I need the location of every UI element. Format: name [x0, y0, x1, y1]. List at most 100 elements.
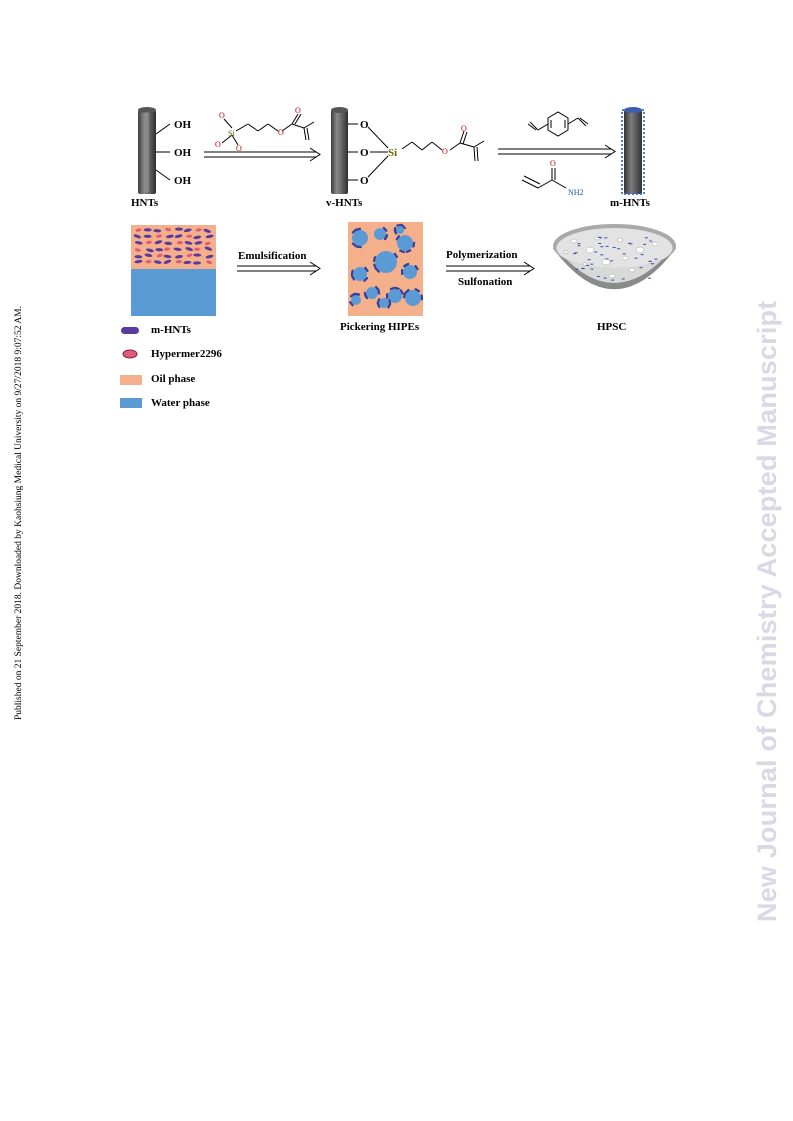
m-hnt-particle	[193, 235, 202, 240]
hpsc-surface-mark	[604, 237, 608, 239]
hpsc-pore	[585, 246, 595, 254]
m-hnt-particle	[402, 292, 407, 299]
hipe-droplet	[396, 226, 404, 234]
oh-label-1: OH	[174, 119, 192, 131]
hypermer-particle	[164, 247, 171, 251]
m-hnt-particle	[183, 260, 192, 265]
silane-si: Si	[228, 129, 235, 138]
v-hnt-tube	[331, 107, 348, 194]
hpsc-surface-mark	[573, 253, 577, 255]
label-m-hnts: m-HNTs	[610, 197, 650, 209]
m-hnt-particle	[193, 261, 202, 265]
hpsc-surface-mark	[650, 263, 654, 265]
m-hnt-particle	[372, 256, 377, 263]
m-hnt-particle	[354, 292, 361, 296]
hipe-droplet	[405, 290, 421, 306]
acrylamide-nh2: NH2	[568, 188, 584, 197]
hipe-droplet	[351, 295, 361, 305]
m-hnt-particle	[385, 293, 389, 300]
legend-swatch-hypermer	[122, 349, 138, 359]
hypermer-particle	[165, 227, 172, 232]
hpsc-pore	[617, 237, 623, 243]
hpsc-surface-mark	[598, 243, 602, 245]
hpsc-surface-mark	[590, 263, 594, 265]
m-hnt-particle	[194, 241, 203, 245]
m-hnt-particle	[405, 249, 412, 254]
m-hnt-particle	[204, 246, 213, 251]
hpsc-surface-mark	[639, 267, 643, 269]
m-hnt-particle	[393, 286, 400, 290]
m-hnt-particle	[399, 289, 404, 295]
hpsc-surface-mark	[600, 254, 604, 256]
hpsc-surface-mark	[590, 268, 594, 270]
oil-water-phase-box	[131, 225, 216, 316]
acrylamide-o: O	[550, 159, 556, 168]
label-v-hnts: v-HNTs	[326, 197, 363, 209]
hpsc-pore	[651, 241, 659, 247]
hpsc-surface-mark	[581, 267, 585, 269]
hpsc-surface-mark	[574, 252, 578, 254]
m-hnt-particle	[351, 242, 357, 248]
hpsc-pore	[635, 246, 645, 254]
m-hnt-particle	[144, 253, 153, 258]
m-hnt-particle	[375, 267, 380, 273]
m-hnt-particle	[166, 234, 174, 239]
hpsc-surface-mark	[612, 247, 616, 249]
pickering-hipe-box	[348, 222, 424, 316]
hpsc-surface-mark	[587, 259, 591, 261]
m-hnt-particle	[174, 227, 183, 231]
v-hnt-o-2: O	[360, 147, 369, 159]
m-hnt-particle	[384, 234, 389, 240]
m-hnt-particle	[173, 247, 182, 251]
m-hnt-particle	[414, 264, 419, 271]
m-hnt-particle	[146, 248, 154, 253]
hpsc-surface-mark	[586, 264, 590, 266]
hpsc-surface-mark	[648, 261, 652, 263]
m-hnt-particle	[420, 294, 424, 301]
m-hnt-particle	[393, 228, 398, 235]
hpsc-surface-mark	[596, 275, 600, 277]
m-hnt-particle	[388, 299, 392, 305]
acrylamide-structure	[521, 168, 567, 189]
silane-o-3: O	[236, 144, 242, 153]
hpsc-surface-mark	[610, 260, 614, 262]
hpsc-surface-mark	[629, 243, 633, 245]
m-hnt-particle	[184, 241, 193, 245]
m-hnt-particle	[143, 234, 152, 238]
m-hnt-particle	[185, 247, 194, 252]
hipe-droplet	[397, 235, 413, 251]
m-hnt-particle	[403, 262, 410, 267]
hypermer-particle	[195, 228, 202, 232]
hipe-droplet	[379, 298, 389, 308]
silane-o-2: O	[215, 140, 221, 149]
hpsc-surface-mark	[600, 246, 604, 248]
m-hnt-particle	[134, 255, 143, 259]
hpsc-surface-mark	[605, 245, 609, 247]
m-hnt-particle	[364, 266, 369, 272]
m-hnt-particle	[356, 245, 362, 249]
m-hnt-particle	[393, 252, 399, 259]
silane-o-carbonyl: O	[295, 106, 301, 115]
hpsc-surface-mark	[603, 277, 607, 279]
hpsc-hemisphere	[552, 224, 677, 290]
hipe-droplet	[374, 228, 386, 240]
siloxane-bonds	[348, 123, 485, 181]
hpsc-surface-mark	[643, 243, 647, 245]
m-hnt-particle	[193, 253, 202, 257]
m-hnt-particle	[351, 228, 357, 234]
m-hnt-particle	[143, 228, 152, 232]
m-hnt-particle	[412, 241, 416, 248]
m-hnt-particle	[395, 235, 401, 241]
polymerization-arrow	[446, 261, 535, 276]
oh-label-2: OH	[174, 147, 192, 159]
m-hnt-particle	[164, 241, 173, 246]
hpsc-pore	[608, 273, 616, 279]
hpsc-surface-mark	[634, 257, 638, 259]
hpsc-surface-mark	[594, 251, 598, 253]
legend-swatch-water	[120, 398, 142, 408]
reaction-arrow-1	[204, 147, 321, 162]
hipe-droplet	[353, 267, 367, 281]
silane-o-1: O	[219, 111, 225, 120]
hpsc-surface-mark	[577, 245, 581, 247]
hypermer-particle	[134, 248, 141, 252]
